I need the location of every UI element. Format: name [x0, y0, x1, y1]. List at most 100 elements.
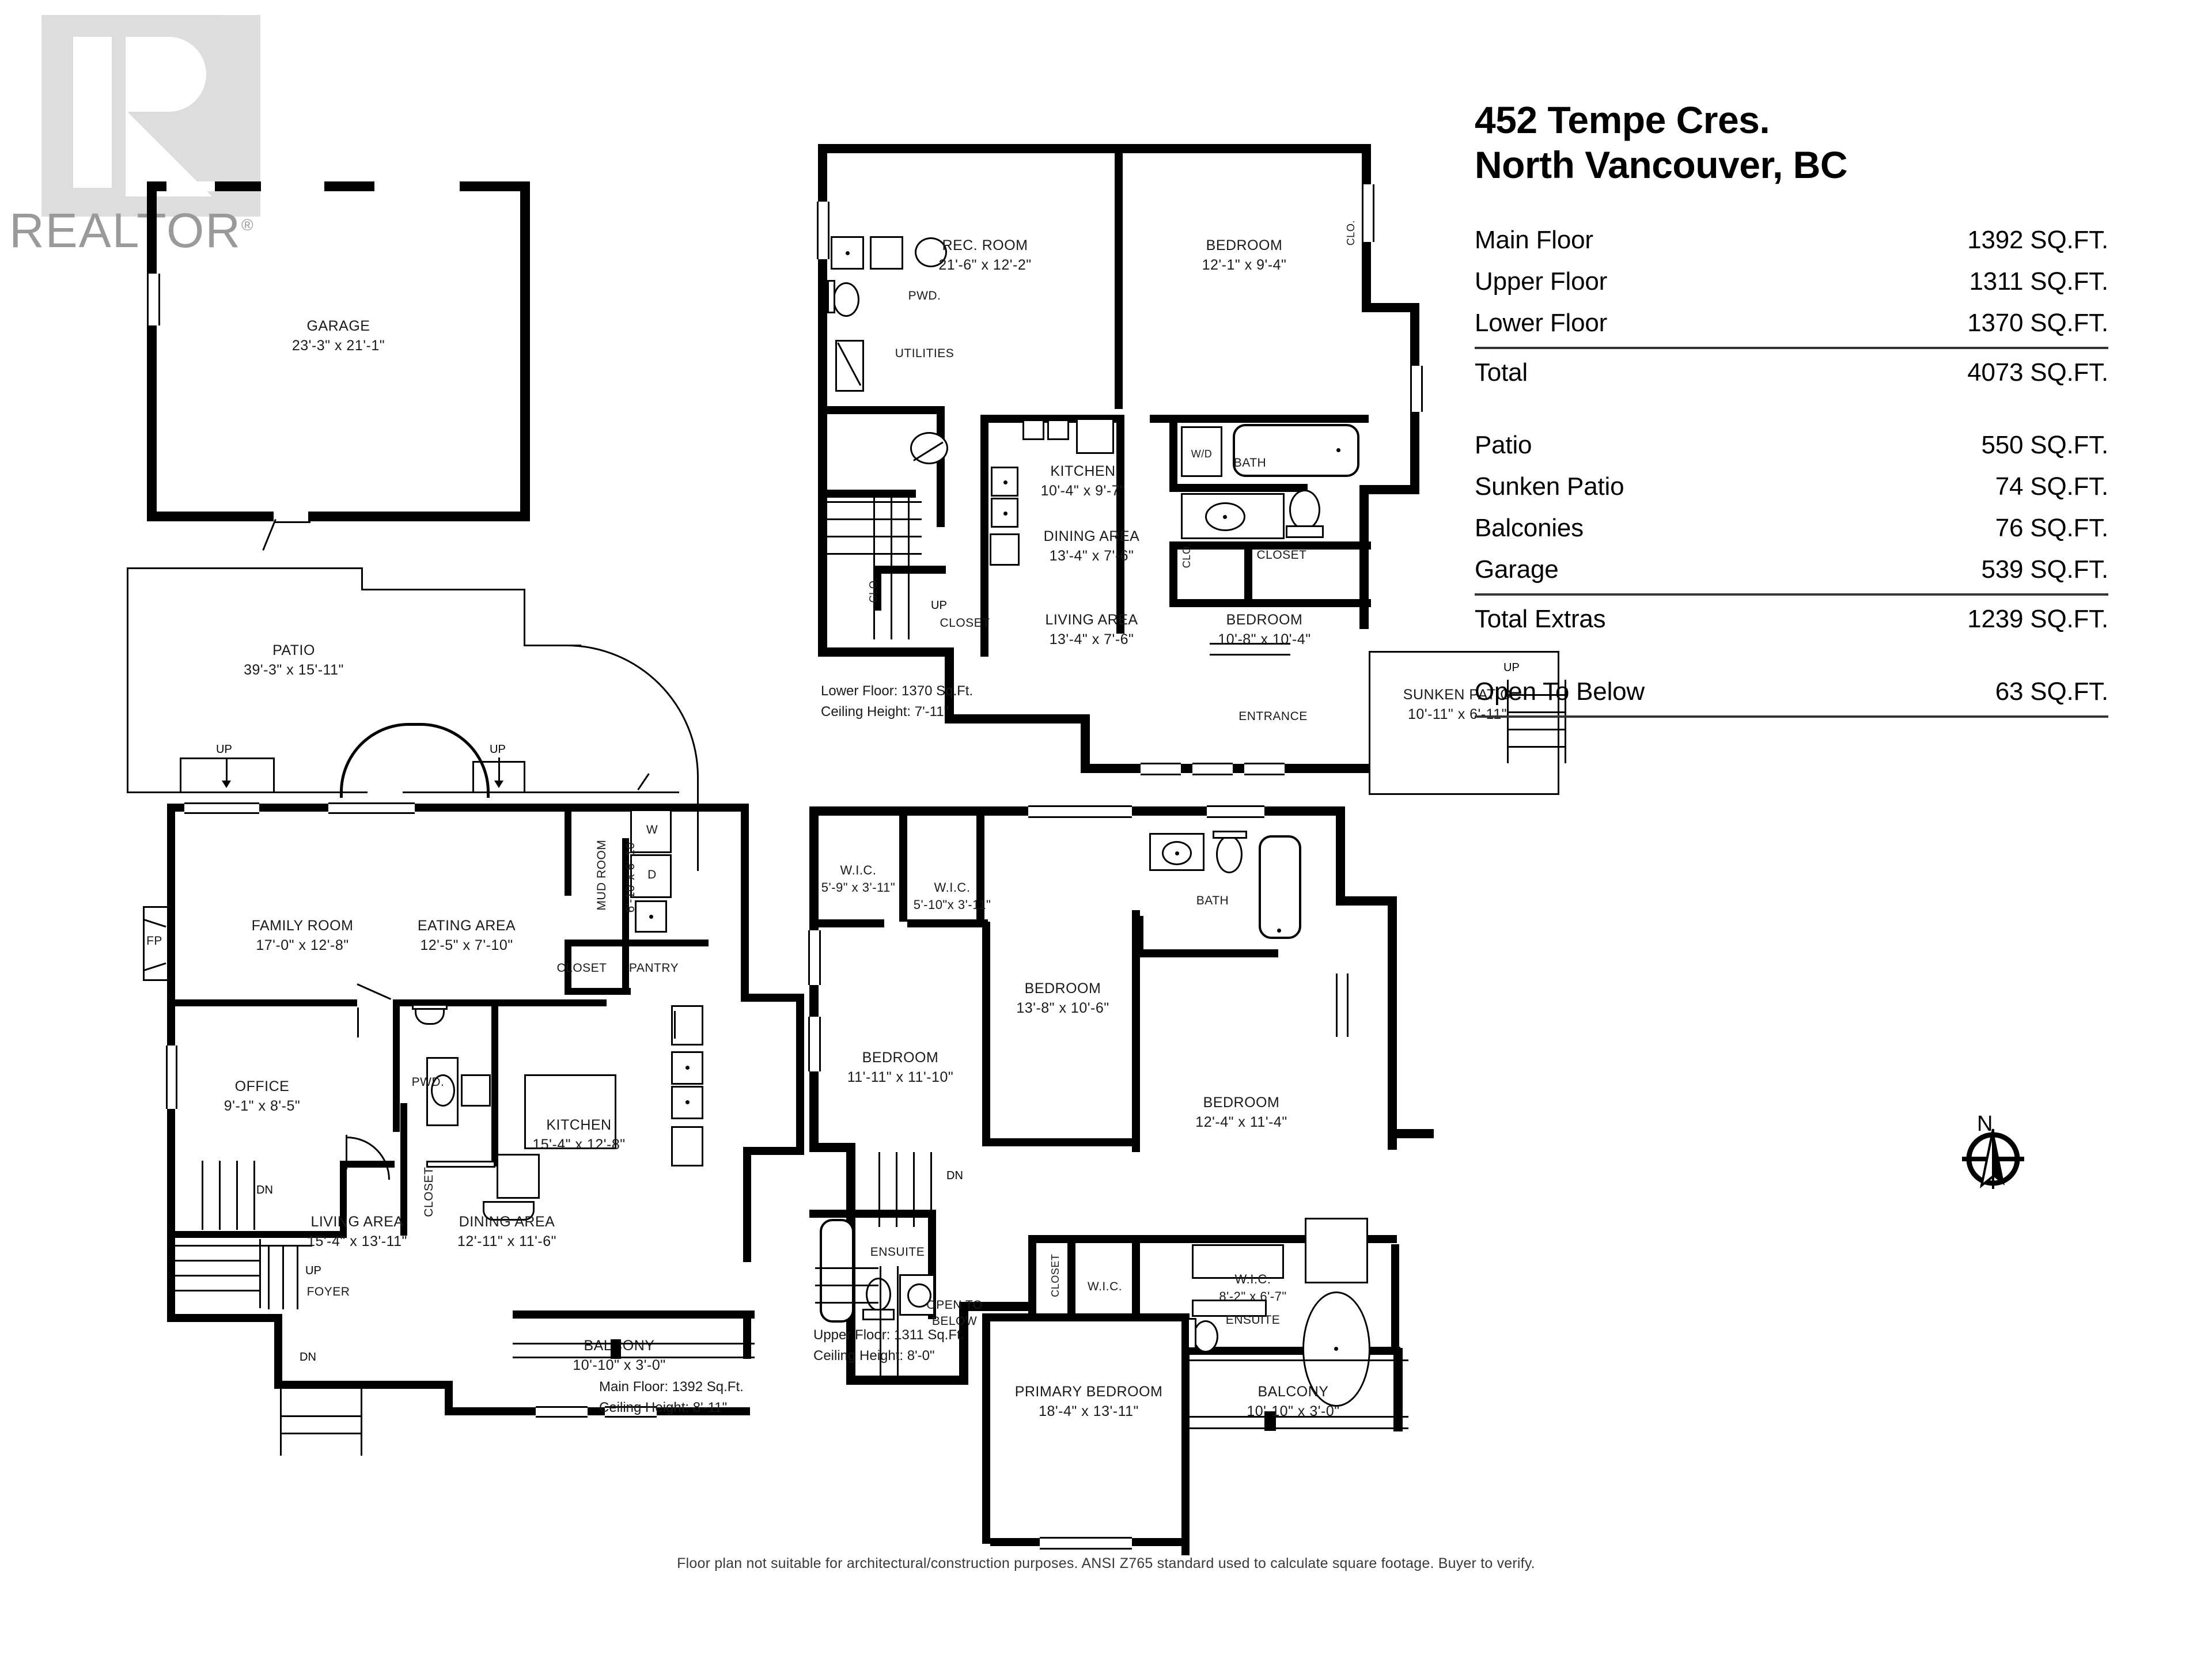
ensuite-left-label: ENSUITE — [870, 1245, 925, 1259]
area-row-total: Total 4073 SQ.FT. — [1475, 351, 2108, 393]
sunken-patio-name: SUNKEN PATIO — [1403, 687, 1512, 703]
room-label-lower-kitchen: KITCHEN 10'-4" x 9'-7" — [1008, 462, 1158, 501]
room-label-lower-bedroom-2: BEDROOM 10'-8" x 10'-4" — [1187, 611, 1342, 650]
compass-rose-icon — [1962, 1128, 2024, 1189]
ensuite-right-label: ENSUITE — [1225, 1313, 1281, 1327]
patio-up-left-label: UP — [216, 743, 232, 756]
area-row-balconies: Balconies 76 SQ.FT. — [1475, 507, 2108, 548]
wic-2-name: W.I.C. — [934, 880, 971, 895]
room-label-garage: GARAGE 23'-3" x 21'-1" — [239, 317, 438, 356]
room-label-sunken-patio: SUNKEN PATIO 10'-11" x 6'-11" — [1371, 685, 1544, 725]
area-row-patio: Patio 550 SQ.FT. — [1475, 424, 2108, 465]
lower-kitchen-name: KITCHEN — [1050, 463, 1116, 479]
closet-label-mud: CLOSET — [556, 961, 607, 975]
area-label-main-floor: Main Floor — [1475, 225, 1593, 254]
room-label-rec-room: REC. ROOM 21'-6" x 12'-2" — [904, 236, 1066, 275]
page-title: 452 Tempe Cres. North Vancouver, BC — [1475, 98, 2108, 188]
lower-bedroom-2-name: BEDROOM — [1226, 612, 1303, 628]
foyer-label: FOYER — [306, 1285, 350, 1298]
dryer-label: D — [647, 868, 657, 881]
main-floor-area-note: Main Floor: 1392 Sq.Ft. — [599, 1379, 744, 1395]
room-label-dining-area: DINING AREA 12'-11" x 11'-6" — [426, 1213, 588, 1252]
room-label-wic-3: W.I.C. 8'-2" x 6'-7" — [1190, 1271, 1316, 1305]
area-value-total-extras: 1239 SQ.FT. — [1967, 604, 2108, 633]
area-row-main-floor: Main Floor 1392 SQ.FT. — [1475, 219, 2108, 260]
closet-label-lower-1: CLO. — [1344, 220, 1357, 246]
area-label-total-extras: Total Extras — [1475, 604, 1606, 633]
area-label-total: Total — [1475, 358, 1528, 387]
up-label-sunken-patio: UP — [1503, 661, 1520, 674]
primary-bedroom-dimensions: 18'-4" x 13'-11" — [1039, 1403, 1139, 1419]
room-label-balcony-upper: BALCONY 10'-10" x 3'-0" — [1213, 1382, 1374, 1422]
closet-label-lower-3: CLOSET — [1256, 548, 1307, 562]
room-label-kitchen: KITCHEN 15'-4" x 12'-8" — [507, 1116, 651, 1155]
upper-floor-note: Upper Floor: 1311 Sq.Ft. Ceiling Height:… — [813, 1325, 964, 1366]
area-row-lower-floor: Lower Floor 1370 SQ.FT. — [1475, 302, 2108, 343]
area-label-open-to-below: Open To Below — [1475, 677, 1645, 706]
sunken-patio-dimensions: 10'-11" x 6'-11" — [1408, 706, 1507, 722]
rec-room-dimensions: 21'-6" x 12'-2" — [938, 256, 1032, 273]
upper-floor-ceiling-note: Ceiling Height: 8'-0" — [813, 1348, 935, 1363]
up-label-lower: UP — [931, 599, 947, 612]
area-value-garage: 539 SQ.FT. — [1981, 555, 2108, 584]
mud-room-dimensions: 6'-10"x 6'-10" — [623, 838, 637, 913]
dining-area-dimensions: 12'-11" x 11'-6" — [457, 1233, 556, 1249]
north-compass: N — [1947, 1112, 2039, 1221]
lower-bath-label: BATH — [1233, 456, 1267, 469]
lower-pwd-label: PWD. — [908, 289, 941, 302]
area-value-open-to-below: 63 SQ.FT. — [1995, 677, 2108, 706]
upper-bedroom-1-name: BEDROOM — [1024, 980, 1101, 997]
room-label-upper-bedroom-3: BEDROOM 12'-4" x 11'-4" — [1166, 1093, 1316, 1132]
lower-floor-ceiling-note: Ceiling Height: 7'-11" — [821, 704, 949, 719]
kitchen-name: KITCHEN — [546, 1117, 612, 1133]
disclaimer-footer: Floor plan not suitable for architectura… — [677, 1555, 1535, 1571]
area-row-total-extras: Total Extras 1239 SQ.FT. — [1475, 598, 2108, 639]
property-info-panel: 452 Tempe Cres. North Vancouver, BC Main… — [1475, 98, 2108, 720]
room-label-family-room: FAMILY ROOM 17'-0" x 12'-8" — [222, 916, 383, 956]
lower-dining-name: DINING AREA — [1043, 528, 1140, 544]
divider-bottom — [1475, 715, 2108, 718]
washer-dryer-label: W/D — [1191, 448, 1213, 460]
mud-room-dimensions-label: 6'-10"x 6'-10" — [623, 815, 639, 935]
area-value-main-floor: 1392 SQ.FT. — [1967, 225, 2108, 254]
area-row-upper-floor: Upper Floor 1311 SQ.FT. — [1475, 260, 2108, 302]
room-label-wic-2: W.I.C. 5'-10"x 3'-11" — [906, 879, 998, 913]
room-label-lower-living: LIVING AREA 13'-4" x 7'-6" — [1017, 611, 1166, 650]
closet-label-upper: CLOSET — [1049, 1253, 1061, 1297]
upper-floor-plan: DN W.I.C. 5'-9" x 3'-11" W.I.C. 5'-10"x … — [808, 805, 1434, 1555]
lower-bedroom-1-dimensions: 12'-1" x 9'-4" — [1202, 256, 1287, 273]
room-label-eating-area: EATING AREA 12'-5" x 7'-10" — [386, 916, 547, 956]
area-value-upper-floor: 1311 SQ.FT. — [1969, 267, 2108, 296]
upper-bedroom-3-name: BEDROOM — [1203, 1094, 1280, 1111]
mud-room-name: MUD ROOM — [594, 839, 608, 911]
area-label-garage: Garage — [1475, 555, 1559, 584]
upper-floor-area-note: Upper Floor: 1311 Sq.Ft. — [813, 1327, 965, 1343]
dining-area-name: DINING AREA — [459, 1214, 555, 1230]
realtor-wordmark-text: REALTOR — [9, 203, 241, 257]
patio-plan: PATIO 39'-3" x 15'-11" UP UP — [127, 567, 726, 871]
closet-label-lower-2: CLO. — [1180, 543, 1192, 569]
up-label-main: UP — [305, 1264, 321, 1277]
room-label-primary-bedroom: PRIMARY BEDROOM 18'-4" x 13'-11" — [994, 1382, 1184, 1422]
rec-room-name: REC. ROOM — [942, 237, 1028, 253]
room-label-living-area: LIVING AREA 15'-4" x 13'-11" — [276, 1213, 438, 1252]
patio-name: PATIO — [272, 642, 315, 658]
address-line-1: 452 Tempe Cres. — [1475, 99, 1770, 141]
closet-label-lower-4: CLO. — [867, 577, 879, 603]
room-label-wic-1: W.I.C. 5'-9" x 3'-11" — [815, 862, 902, 896]
room-label-upper-bedroom-2: BEDROOM 11'-11" x 11'-10" — [825, 1048, 975, 1088]
garage-name: GARAGE — [306, 318, 370, 334]
room-label-patio: PATIO 39'-3" x 15'-11" — [199, 641, 389, 680]
area-row-open-to-below: Open To Below 63 SQ.FT. — [1475, 671, 2108, 712]
area-value-patio: 550 SQ.FT. — [1981, 430, 2108, 459]
washer-label: W — [646, 823, 658, 836]
lower-living-name: LIVING AREA — [1045, 612, 1138, 628]
realtor-wordmark: REALTOR® — [9, 203, 255, 259]
powder-room-label: PWD. — [411, 1075, 445, 1089]
garage-plan: GARAGE 23'-3" x 21'-1" — [147, 181, 530, 551]
area-row-garage: Garage 539 SQ.FT. — [1475, 548, 2108, 590]
dn-label-main: DN — [256, 1184, 273, 1196]
patio-up-right-label: UP — [490, 743, 506, 756]
wic-3-dimensions: 8'-2" x 6'-7" — [1219, 1289, 1287, 1304]
wic-center-label: W.I.C. — [1087, 1280, 1123, 1293]
